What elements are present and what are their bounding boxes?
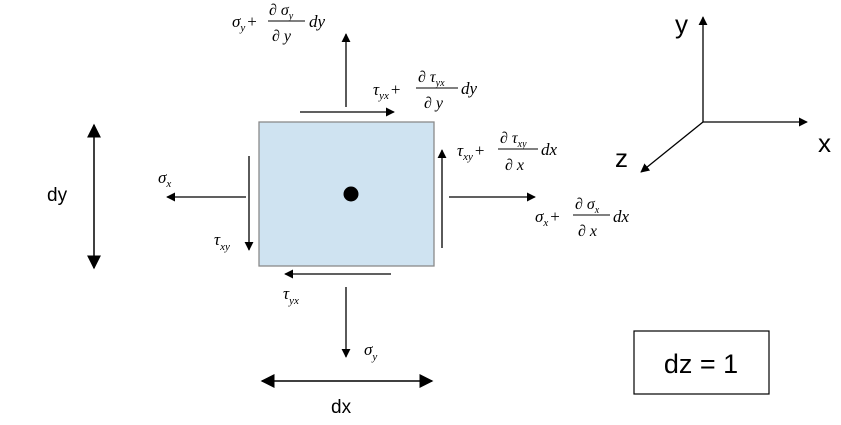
- svg-text:∂ y: ∂ y: [272, 28, 292, 45]
- svg-text:τxy+: τxy+: [457, 141, 484, 163]
- z-axis-arrow: [640, 121, 704, 173]
- svg-text:dy: dy: [309, 12, 326, 31]
- center-point: [343, 186, 359, 202]
- svg-text:dy: dy: [461, 79, 478, 98]
- svg-text:∂ x: ∂ x: [505, 157, 524, 174]
- tau-xy-right-label: τxy+ ∂ τxy ∂ x dx: [457, 130, 558, 174]
- sigma-y-top-label: σy+ ∂ σy ∂ y dy: [232, 2, 326, 45]
- tau-yx-bottom-label: τyx: [283, 284, 299, 307]
- svg-text:∂ σx: ∂ σx: [575, 196, 600, 216]
- dz-label: dz = 1: [664, 349, 738, 379]
- sigma-x-right-label: σx+ ∂ σx ∂ x dx: [535, 196, 630, 240]
- svg-text:τyx+: τyx+: [373, 80, 400, 102]
- dx-label: dx: [331, 397, 352, 418]
- axis-y-label: y: [675, 9, 688, 39]
- svg-text:∂ τxy: ∂ τxy: [500, 130, 527, 150]
- tau-xy-left-label: τxy: [214, 230, 230, 253]
- dz-box: [633, 330, 770, 395]
- axis-z-label: z: [615, 143, 628, 173]
- svg-text:∂ x: ∂ x: [578, 223, 597, 240]
- sigma-y-bottom-label: σy: [364, 340, 377, 363]
- svg-text:∂ τyx: ∂ τyx: [418, 69, 445, 89]
- svg-text:σy+: σy+: [232, 12, 257, 34]
- sigma-x-left-label: σx: [158, 168, 171, 190]
- svg-text:∂ y: ∂ y: [424, 95, 444, 112]
- dy-label: dy: [47, 185, 68, 206]
- svg-text:dx: dx: [541, 140, 558, 159]
- tau-yx-top-label: τyx+ ∂ τyx ∂ y dy: [373, 69, 478, 112]
- svg-text:σx+: σx+: [535, 207, 560, 229]
- axis-x-label: x: [818, 128, 831, 158]
- svg-text:dx: dx: [613, 207, 630, 226]
- svg-text:∂ σy: ∂ σy: [269, 2, 294, 22]
